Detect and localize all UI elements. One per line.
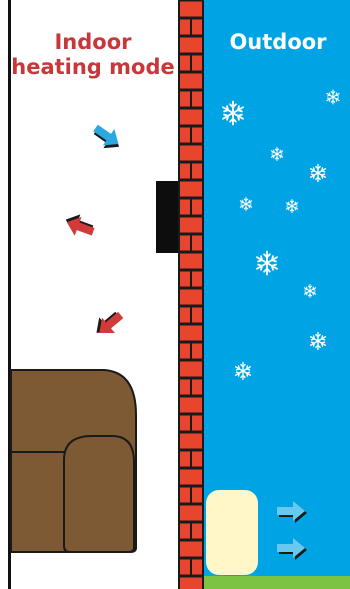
sofa: [10, 369, 137, 553]
brick: [180, 577, 202, 589]
brick: [180, 217, 202, 233]
outdoor-title: Outdoor: [229, 30, 327, 54]
brick: [180, 541, 202, 557]
brick: [180, 325, 202, 341]
brick: [192, 559, 202, 575]
brick: [180, 127, 190, 143]
indoor-title: Indoor heating mode: [10, 30, 176, 80]
brick: [192, 163, 202, 179]
brick: [180, 109, 202, 125]
brick: [180, 433, 202, 449]
brick: [180, 415, 190, 431]
brick: [192, 235, 202, 251]
brick: [192, 271, 202, 287]
brick: [192, 199, 202, 215]
brick: [180, 271, 190, 287]
brick: [180, 19, 190, 35]
brick: [180, 1, 202, 17]
brick-wall: [178, 0, 204, 589]
brick: [180, 487, 190, 503]
brick: [180, 505, 202, 521]
brick: [180, 55, 190, 71]
wall-heater-unit: [156, 181, 178, 253]
brick: [180, 73, 202, 89]
brick: [180, 181, 202, 197]
brick: [180, 91, 190, 107]
brick: [192, 379, 202, 395]
brick: [192, 343, 202, 359]
brick: [180, 289, 202, 305]
brick: [192, 487, 202, 503]
brick: [180, 559, 190, 575]
brick: [180, 469, 202, 485]
room-left-edge: [8, 0, 11, 589]
brick: [180, 235, 190, 251]
brick: [180, 397, 202, 413]
brick: [192, 19, 202, 35]
brick: [192, 91, 202, 107]
brick: [192, 55, 202, 71]
brick: [192, 523, 202, 539]
brick: [180, 307, 190, 323]
brick: [180, 451, 190, 467]
brick: [180, 253, 202, 269]
brick: [192, 451, 202, 467]
brick: [180, 199, 190, 215]
brick: [180, 379, 190, 395]
brick: [180, 343, 190, 359]
brick: [192, 307, 202, 323]
brick: [192, 415, 202, 431]
brick: [180, 163, 190, 179]
brick: [180, 37, 202, 53]
brick: [180, 145, 202, 161]
brick: [180, 523, 190, 539]
grass-strip: [204, 576, 350, 589]
indoor-title-line-2: heating mode: [11, 55, 175, 79]
outdoor-heat-pump-unit: [206, 490, 258, 575]
indoor-title-line-1: Indoor: [54, 30, 132, 54]
brick: [180, 361, 202, 377]
brick: [192, 127, 202, 143]
